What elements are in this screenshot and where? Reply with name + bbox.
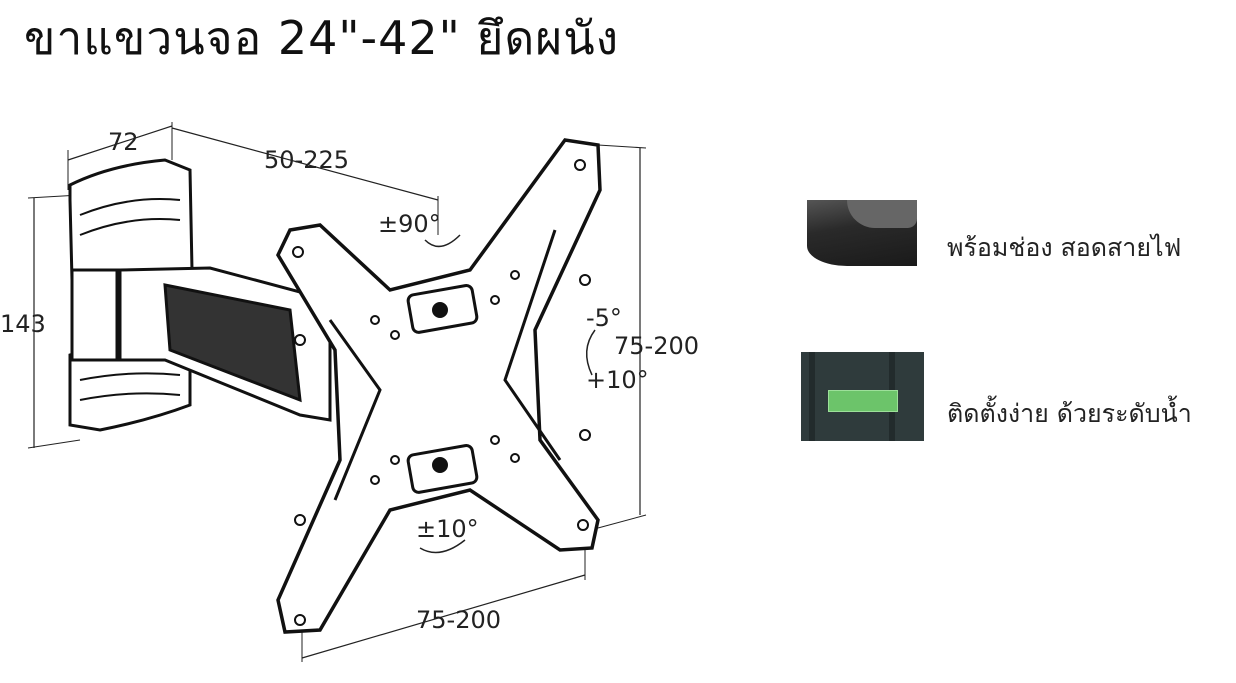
spirit-level-photo — [801, 352, 924, 441]
arm-extension-dimension: 50-225 — [264, 146, 349, 174]
rotation-angle: ±10° — [416, 515, 479, 543]
page-title: ขาแขวนจอ 24"-42" ยึดผนัง — [24, 11, 620, 65]
feature-cable-channel: พร้อมช่อง สอดสายไฟ — [947, 233, 1182, 262]
vesa-vertical-dimension: 75-200 — [614, 332, 699, 360]
wall-mount-diagram: 72 50-225 ±90° 143 -5° 75-200 +10° ±10° … — [0, 122, 699, 662]
tilt-up-angle: -5° — [586, 304, 622, 332]
vesa-plate — [276, 138, 602, 634]
tilt-down-angle: +10° — [586, 366, 649, 394]
wall-plate — [68, 158, 332, 432]
vesa-horizontal-dimension: 75-200 — [416, 606, 501, 634]
feature-spirit-level: ติดตั้งง่าย ด้วยระดับน้ำ — [947, 399, 1192, 428]
cable-channel-photo — [807, 200, 917, 266]
swivel-angle: ±90° — [378, 210, 441, 238]
width-dimension: 72 — [108, 128, 139, 156]
height-dimension: 143 — [0, 310, 46, 338]
